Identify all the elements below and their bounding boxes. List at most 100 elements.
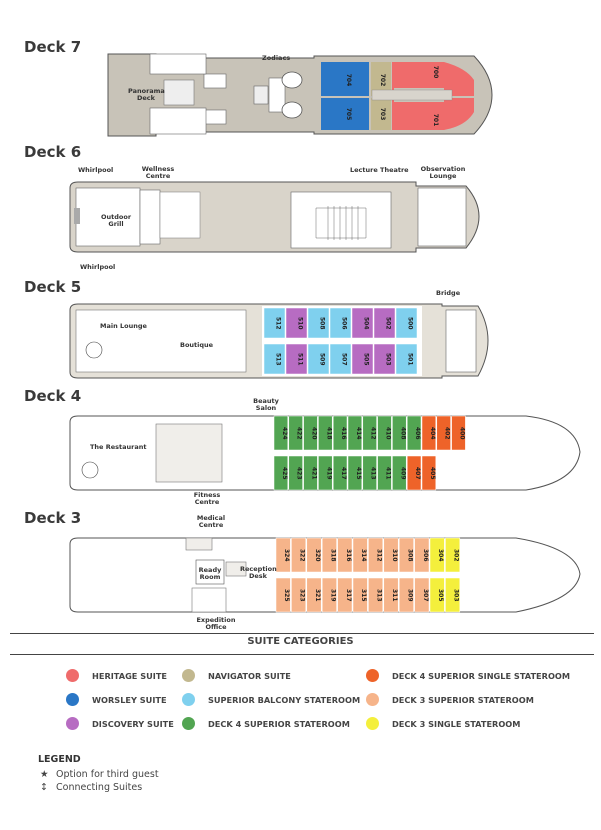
cabin-number-312: 312 — [376, 549, 383, 562]
cabin-422 — [288, 415, 303, 451]
medical-centre-label: Medical Centre — [196, 514, 226, 529]
ready-room-label: Ready Room — [198, 566, 222, 581]
bridge-label: Bridge — [436, 289, 461, 297]
legend-item-connecting: ↕Connecting Suites — [40, 782, 142, 793]
color-swatch-icon — [66, 717, 79, 730]
cabin-705: 705 — [345, 108, 352, 121]
suite-categories-title: SUITE CATEGORIES — [247, 636, 354, 647]
cabin-number-500: 500 — [407, 317, 414, 330]
cabin-405 — [421, 455, 437, 491]
cabin-400 — [451, 415, 466, 451]
bottom-divider — [10, 654, 594, 655]
suite-category-item: WORSLEY SUITE — [66, 693, 167, 706]
cabin-321 — [306, 577, 322, 613]
cabin-507 — [329, 343, 352, 375]
cabin-number-415: 415 — [355, 467, 362, 480]
suite-category-item: NAVIGATOR SUITE — [182, 669, 291, 682]
cabin-324 — [275, 537, 291, 573]
cabin-308 — [398, 537, 414, 573]
lecture-theatre-label: Lecture Theatre — [350, 166, 409, 174]
cabin-number-412: 412 — [370, 427, 377, 440]
star-icon: ★ — [40, 769, 49, 780]
cabin-number-508: 508 — [319, 317, 326, 330]
cabin-408 — [392, 415, 407, 451]
cabin-number-309: 309 — [406, 589, 413, 602]
cabin-510 — [285, 307, 308, 339]
cabin-310 — [383, 537, 399, 573]
restaurant-label: The Restaurant — [90, 443, 147, 451]
cabin-509 — [307, 343, 330, 375]
suite-category-item: HERITAGE SUITE — [66, 669, 167, 682]
cabin-319 — [321, 577, 337, 613]
cabin-number-505: 505 — [363, 353, 370, 366]
suite-category-label: DECK 3 SINGLE STATEROOM — [392, 718, 521, 729]
suite-category-label: DECK 3 SUPERIOR STATEROOM — [392, 694, 534, 705]
cabin-424 — [273, 415, 289, 451]
cabin-number-306: 306 — [422, 549, 429, 562]
observation-lounge-label: Observation Lounge — [420, 165, 466, 180]
cabin-number-506: 506 — [341, 317, 348, 330]
zodiacs-label: Zodiacs — [262, 54, 291, 62]
cabin-number-416: 416 — [340, 427, 347, 440]
cabin-508 — [307, 307, 330, 339]
cabin-307 — [414, 577, 430, 613]
cabin-number-502: 502 — [385, 317, 392, 330]
cabin-425 — [273, 455, 289, 491]
cabin-number-325: 325 — [283, 589, 290, 602]
cabin-506 — [329, 307, 352, 339]
color-swatch-icon — [366, 693, 379, 706]
cabin-number-417: 417 — [340, 467, 347, 480]
cabin-number-424: 424 — [281, 427, 288, 440]
boutique-label: Boutique — [180, 341, 214, 349]
cabin-704: 704 — [345, 74, 352, 87]
cabin-406 — [406, 415, 422, 451]
whirlpool-top-label: Whirlpool — [78, 166, 114, 174]
cabin-502 — [373, 307, 396, 339]
deck-3-title: Deck 3 — [24, 509, 82, 527]
cabin-number-320: 320 — [314, 549, 321, 562]
suite-category-item: SUPERIOR BALCONY STATEROOM — [182, 693, 360, 706]
cabin-number-316: 316 — [345, 549, 352, 562]
cabin-number-303: 303 — [453, 589, 460, 602]
cabin-500 — [395, 307, 418, 339]
cabin-number-513: 513 — [275, 353, 282, 366]
cabin-303 — [445, 577, 461, 613]
cabin-number-423: 423 — [296, 467, 303, 480]
top-divider — [10, 633, 594, 634]
cabin-702: 702 — [379, 74, 386, 87]
color-swatch-icon — [66, 669, 79, 682]
main-lounge-label: Main Lounge — [100, 322, 147, 330]
cabin-503 — [373, 343, 396, 375]
whirlpool-bottom-label: Whirlpool — [80, 263, 116, 271]
cabin-421 — [303, 455, 318, 491]
cabin-419 — [318, 455, 333, 491]
deck-6-plan — [69, 181, 480, 253]
color-swatch-icon — [182, 717, 195, 730]
suite-category-item: DECK 3 SINGLE STATEROOM — [366, 717, 520, 730]
legend-item-third-guest: ★Option for third guest — [40, 769, 159, 780]
cabin-number-411: 411 — [385, 467, 392, 480]
cabin-314 — [352, 537, 368, 573]
cabin-415 — [347, 455, 363, 491]
cabin-501 — [395, 343, 418, 375]
cabin-number-421: 421 — [311, 467, 318, 480]
cabin-number-305: 305 — [437, 589, 444, 602]
cabin-number-420: 420 — [311, 427, 318, 440]
suite-category-item: DISCOVERY SUITE — [66, 717, 174, 730]
suite-category-item: DECK 4 SUPERIOR STATEROOM — [182, 717, 350, 730]
color-swatch-icon — [182, 669, 195, 682]
legend-label: Connecting Suites — [56, 782, 143, 793]
cabin-number-400: 400 — [459, 427, 466, 440]
cabin-number-313: 313 — [376, 589, 383, 602]
cabin-322 — [291, 537, 307, 573]
cabin-311 — [383, 577, 399, 613]
cabin-number-308: 308 — [406, 549, 413, 562]
cabin-412 — [362, 415, 377, 451]
cabin-number-406: 406 — [414, 427, 421, 440]
legend-title: LEGEND — [38, 754, 81, 765]
cabin-504 — [351, 307, 374, 339]
